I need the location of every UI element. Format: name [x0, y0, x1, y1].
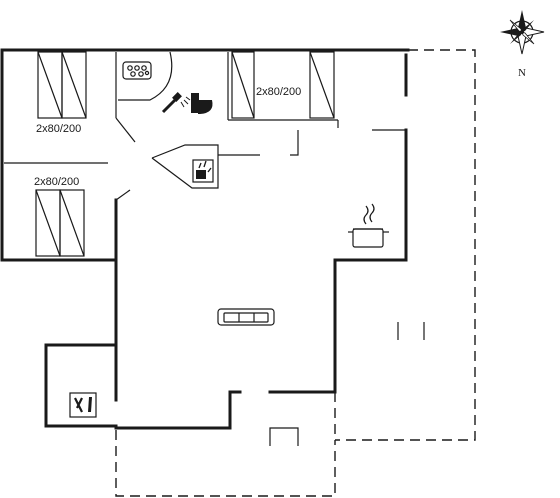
bed-icon [231, 51, 335, 119]
bathroom-wall [118, 51, 173, 101]
terrace-outline [115, 49, 476, 497]
bed-icon [35, 189, 85, 257]
sofa-icon [217, 308, 275, 326]
interior-walls [4, 52, 406, 402]
bed-icon [37, 51, 87, 119]
terrace-marker [397, 322, 425, 340]
bed-size-label: 2x80/200 [256, 86, 301, 98]
shower-icon [161, 92, 191, 114]
toilet-icon [191, 93, 213, 114]
cooking-pot-icon [348, 203, 389, 248]
washing-machine-icon [192, 159, 214, 183]
compass-label: N [518, 67, 526, 79]
bed-size-label: 2x80/200 [36, 123, 81, 135]
wine-icon [69, 392, 97, 418]
fireplace-icon [269, 427, 299, 446]
bed-size-label: 2x80/200 [34, 176, 79, 188]
whirlpool-icon [122, 61, 152, 80]
compass-rose-icon [500, 10, 545, 55]
